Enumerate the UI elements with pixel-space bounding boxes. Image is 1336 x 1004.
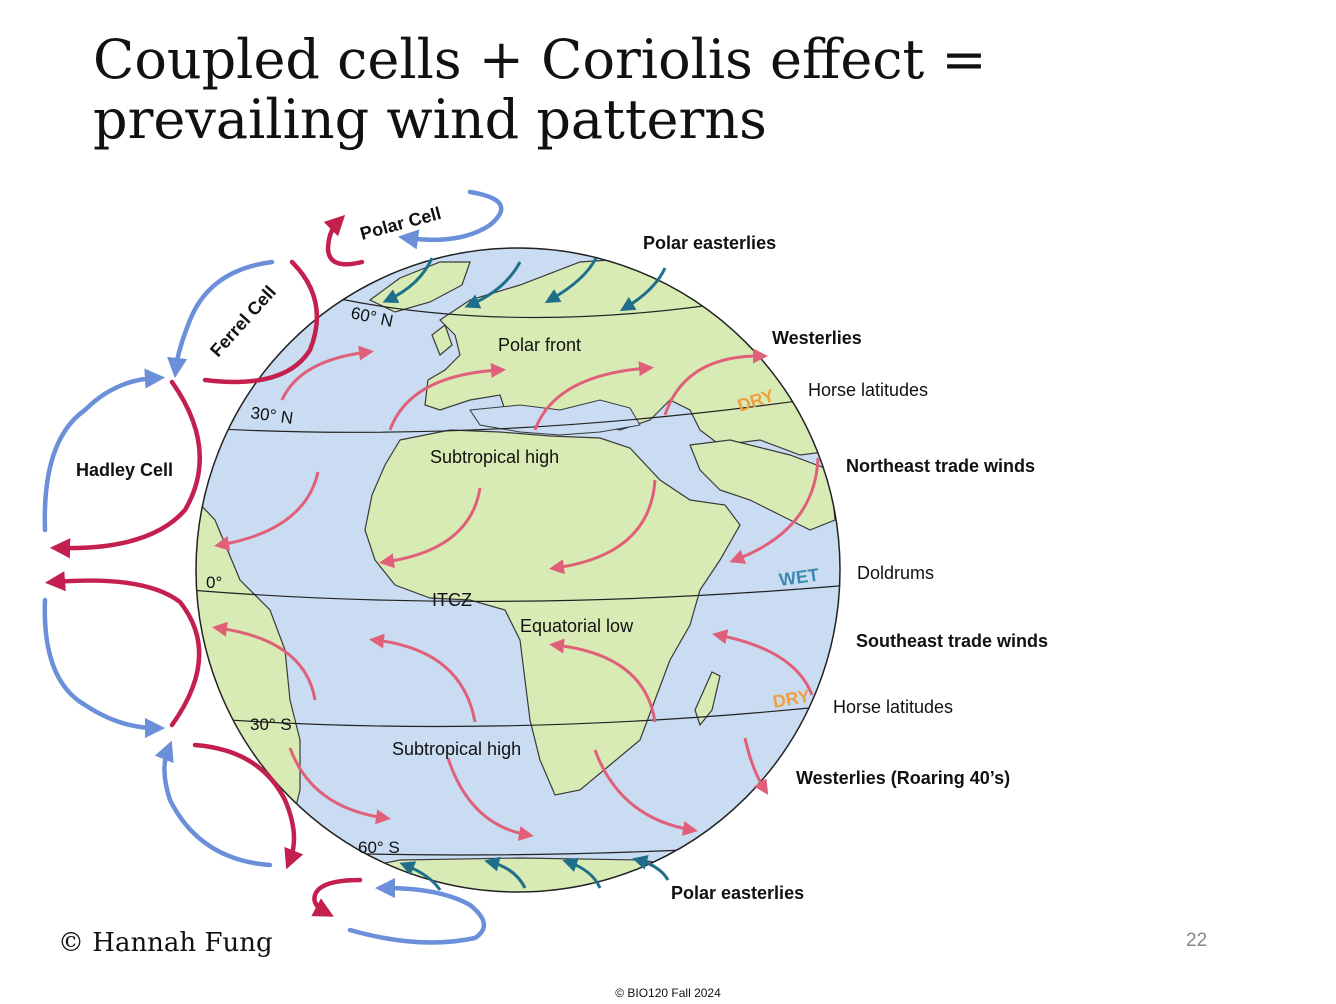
title-line-2: prevailing wind patterns (93, 88, 767, 151)
horse-latitudes-south-label: Horse latitudes (833, 697, 953, 717)
polar-arrow-s4 (632, 855, 670, 881)
westerly-arrow-n2 (388, 363, 506, 431)
westerly-arrow-n3 (533, 361, 654, 431)
britain (431, 324, 453, 356)
polar-arrow-s3 (562, 857, 602, 889)
polar-easterlies-arrows-north (382, 257, 667, 312)
latitude-line-30n (199, 394, 840, 433)
polar-cell-north-red (323, 214, 365, 267)
polar-arrow-n1 (382, 257, 434, 303)
polar-easterlies-south-label: Polar easterlies (671, 883, 804, 903)
ne-trade-winds-label: Northeast trade winds (846, 456, 1035, 476)
arabia (689, 439, 836, 531)
se-trade-arrow-4 (712, 629, 814, 696)
latitude-label-60s: 60° S (358, 838, 400, 857)
polar-cell-south-blue (347, 877, 486, 945)
ne-trade-arrow-1 (214, 471, 320, 551)
polar-arrow-n3 (544, 257, 598, 303)
hadley-cell-south-blue (42, 597, 166, 739)
ferrel-cell-south-blue (154, 740, 273, 868)
ferrel-cell-south-red (192, 742, 304, 870)
westerlies-arrows-south (288, 737, 769, 841)
westerlies-north-label: Westerlies (772, 328, 862, 348)
se-trade-arrow-3 (549, 638, 657, 723)
polar-easterlies-north-label: Polar easterlies (643, 233, 776, 253)
polar-arrow-n2 (464, 261, 522, 309)
polar-cell-north-blue (397, 189, 504, 250)
polar-easterlies-arrows-south (399, 855, 670, 891)
westerly-arrow-s2 (446, 757, 534, 841)
doldrums-label: Doldrums (857, 563, 934, 583)
globe-outline (195, 247, 841, 893)
africa (364, 429, 741, 796)
polar-front-label: Polar front (498, 335, 581, 355)
subtropical-high-south-label: Subtropical high (392, 739, 521, 759)
latitude-line-equator (196, 584, 840, 602)
se-trade-winds-label: Southeast trade winds (856, 631, 1048, 651)
globe (195, 247, 841, 893)
latitude-line-30s (199, 704, 840, 728)
latitude-label-30s: 30° S (250, 715, 292, 734)
copyright-text: © Hannah Fung (58, 928, 273, 958)
ne-trade-arrows (214, 457, 820, 575)
ne-trade-arrow-2 (379, 487, 482, 569)
se-trade-arrow-2 (369, 633, 477, 723)
latitude-label-equator: 0° (206, 573, 222, 592)
westerlies-south-label: Westerlies (Roaring 40’s) (796, 768, 1010, 788)
subtropical-high-north-label: Subtropical high (430, 447, 559, 467)
se-trade-arrow-1 (212, 621, 317, 701)
polar-arrow-s2 (484, 856, 527, 889)
ferrel-cell-north-red (202, 259, 320, 385)
westerly-arrow-s4 (743, 737, 769, 796)
hadley-cell-north-red (49, 379, 202, 559)
westerly-arrow-s1 (288, 747, 391, 825)
polar-cell-south-red (311, 877, 363, 917)
madagascar (694, 671, 721, 727)
page-number: 22 (1186, 930, 1208, 951)
polar-arrow-n4 (619, 267, 667, 312)
hadley-cell-south-red (44, 571, 202, 728)
continents (196, 257, 840, 892)
footer-text: © BIO120 Fall 2024 (615, 986, 721, 1000)
ne-trade-arrow-4 (729, 457, 820, 564)
westerlies-arrows-north (280, 345, 768, 431)
ne-trade-arrow-3 (549, 479, 657, 575)
itcz-label: ITCZ (432, 590, 472, 610)
westerly-arrow-n4 (663, 348, 768, 416)
westerly-arrow-s3 (593, 749, 698, 836)
horse-latitudes-north-label: Horse latitudes (808, 380, 928, 400)
polar-arrow-s1 (399, 861, 442, 891)
slide-title: Coupled cells + Coriolis effect = prevai… (93, 30, 1093, 150)
ferrel-cell-north-blue (167, 259, 275, 379)
title-line-1: Coupled cells + Coriolis effect = (93, 28, 987, 91)
se-trade-arrows (212, 621, 814, 723)
ferrel-cell-label: Ferrel Cell (206, 282, 280, 361)
hadley-cell-label: Hadley Cell (76, 460, 173, 480)
westerly-arrow-n1 (280, 345, 374, 401)
hadley-cell-north-blue (42, 368, 166, 533)
atmospheric-cells (42, 189, 504, 945)
equatorial-low-label: Equatorial low (520, 616, 634, 636)
